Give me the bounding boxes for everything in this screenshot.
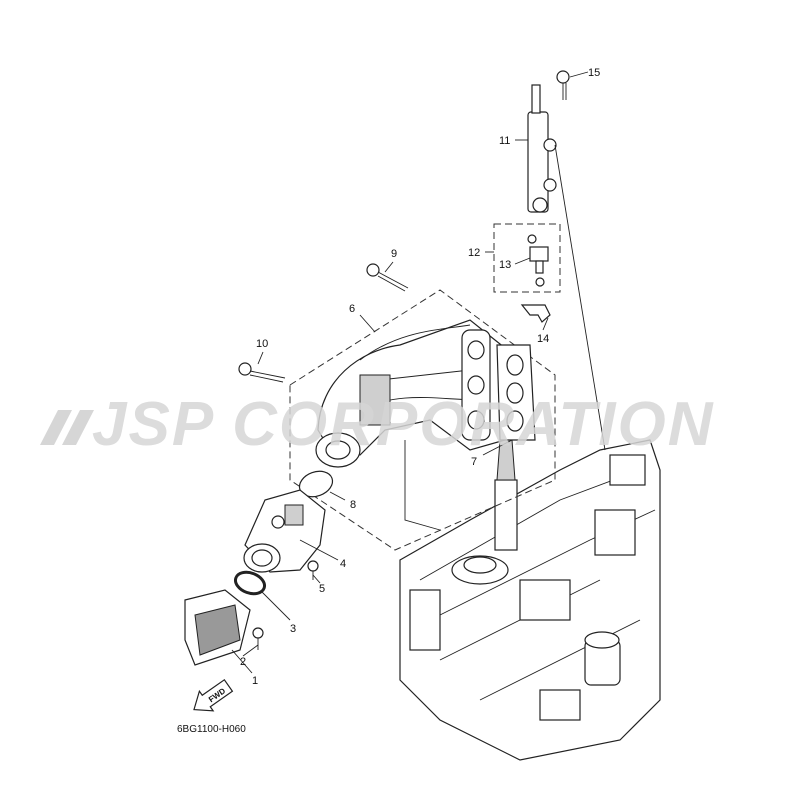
injector-clip <box>520 304 551 323</box>
throttle-body <box>243 489 326 573</box>
leader-lines <box>231 71 606 674</box>
fuel-injector <box>527 234 549 287</box>
callout-10: 10 <box>256 338 268 350</box>
fwd-arrow-icon: FWD <box>193 678 234 712</box>
callout-6: 6 <box>349 303 355 315</box>
manifold-group-outline <box>289 289 556 551</box>
callout-1: 1 <box>252 675 258 687</box>
callout-13: 13 <box>499 259 511 271</box>
callout-8: 8 <box>350 499 356 511</box>
callout-12: 12 <box>468 247 480 259</box>
bolt-2 <box>252 627 264 650</box>
callout-3: 3 <box>290 623 296 635</box>
fuel-rail <box>527 84 557 213</box>
callout-15: 15 <box>588 67 600 79</box>
intake-silencer <box>184 589 251 666</box>
callout-7: 7 <box>471 456 477 468</box>
callout-labels: 1 2 3 4 5 6 7 8 9 10 11 12 13 14 15 <box>240 67 600 687</box>
engine-block <box>399 439 661 761</box>
callout-9: 9 <box>391 248 397 260</box>
injector-group-outline <box>493 223 561 293</box>
callout-5: 5 <box>319 583 325 595</box>
bolt-15 <box>556 70 570 100</box>
bolt-10 <box>238 362 286 383</box>
intake-manifold <box>315 319 521 468</box>
callout-2: 2 <box>240 656 246 668</box>
callout-4: 4 <box>340 558 346 570</box>
drawing-code: 6BG1100-H060 <box>177 724 246 735</box>
o-ring-3 <box>233 570 267 596</box>
bolt-5 <box>307 560 319 580</box>
callout-11: 11 <box>499 135 510 147</box>
bolt-9 <box>366 263 409 292</box>
callout-14: 14 <box>537 333 549 345</box>
manifold-gasket <box>496 344 536 441</box>
